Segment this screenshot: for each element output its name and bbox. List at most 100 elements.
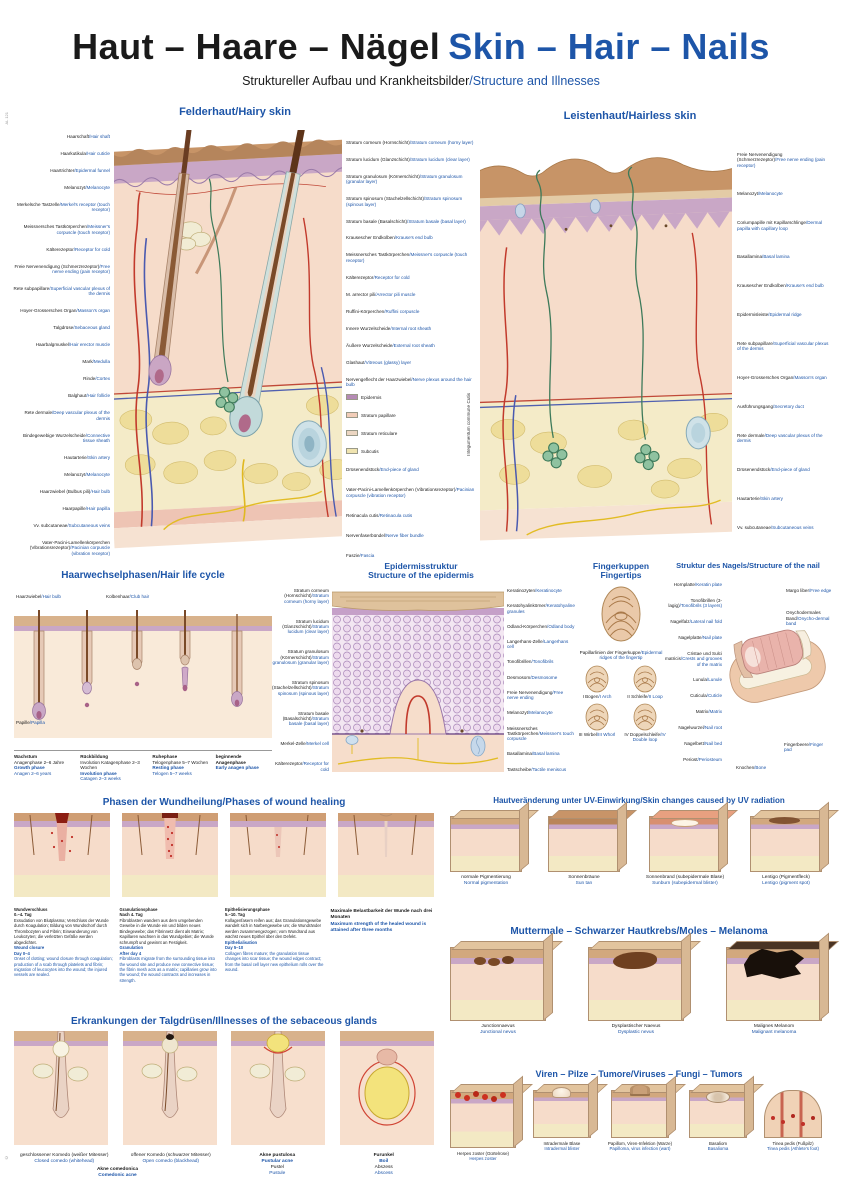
label: KälterezeptorReceptor for cold	[10, 247, 110, 252]
label: HaarkutikulaHair cuticle	[10, 151, 110, 156]
label-german: Kälterezeptor	[46, 246, 74, 252]
label: RindeCortex	[10, 376, 110, 381]
label-german: Stratum lucidum (Glanzschicht)	[346, 156, 410, 162]
label-german: Drüsenendstück	[346, 467, 380, 473]
label: BasallaminaBasal lamina	[507, 751, 575, 756]
label-german: Nervenfaserbündel	[346, 532, 385, 538]
pustule-figure	[231, 1030, 326, 1150]
fingerprint-icon	[585, 703, 609, 730]
label-english: Melanocyte	[85, 472, 110, 477]
label-german: Vv. subcutaneae	[33, 523, 68, 529]
label: BalghautHair follicle	[10, 393, 110, 398]
label: Vv. subcutaneaeSubcutaneous veins	[737, 525, 832, 530]
catalog-number: AL 121	[4, 112, 9, 125]
label-english: Stratum lucidum (clear layer)	[410, 157, 470, 162]
label: Merkel-ZelleMerkel cell	[272, 741, 329, 746]
club-hair-label: KolbenhaarClub hair	[106, 594, 166, 599]
hairy-skin-illustration	[93, 97, 365, 558]
skin-cube	[726, 947, 822, 1021]
label: Hoyer-Grossersches OrganMasson's organ	[10, 308, 110, 313]
nail-heading: Struktur des Nagels/Structure of the nai…	[676, 561, 820, 570]
label: Haarzwiebel (Bulbus pili)Hair bulb	[10, 489, 110, 494]
label-german: Krausescher Endkolben	[346, 235, 395, 241]
uv-case: Sonnenbrand (subepidermale Blase)Sunburn…	[646, 815, 724, 887]
label-german: Melanozyt	[737, 191, 758, 197]
label-german: Ausführungsgang	[737, 404, 774, 409]
virus-case: Herpes zoster (Gürtelrose)Herpes zoster	[450, 1089, 516, 1162]
label: Vater-Pacini-Lamellenkörperchen (Vibrati…	[10, 540, 110, 556]
label: MarkMedulla	[10, 359, 110, 364]
label: Cristae und Sulci matricisCrests and gro…	[664, 651, 722, 667]
label: MelanozytMelanocyte	[737, 191, 832, 196]
label: CuticulaCuticle	[664, 693, 722, 698]
label-english: Receptor for cold	[373, 275, 409, 280]
legend-row: Stratum papillare	[346, 412, 457, 419]
skin-cube	[689, 1089, 748, 1138]
label-english: Melanocyte	[85, 185, 110, 190]
skin-cube	[532, 1086, 591, 1138]
label-german: Stratum granulosum (Körnerschicht)	[346, 173, 420, 179]
fingertips-heading-de: Fingerkuppen	[592, 561, 650, 571]
label-german: Rete subpapillare	[13, 285, 50, 291]
subtitle-german: Struktureller Aufbau und Krankheitsbilde…	[242, 74, 470, 88]
label-german: Coriumpapille mit Kapillarschlinge	[737, 220, 806, 226]
label-english: Subcutaneous veins	[67, 523, 110, 528]
wound-texts: Wundverschluss 0.–4. Tag Exsudation von …	[14, 907, 434, 983]
fingerprint-pattern: I BogenI Arch	[574, 664, 620, 699]
label-english: Receptor for cold	[74, 247, 110, 252]
sebaceous-captions: geschlossener Komedo (weißer Mitesser)Cl…	[14, 1153, 434, 1179]
label-german: Vater-Pacini-Lamellenkörperchen (Vibrati…	[29, 540, 110, 551]
skin-cube	[648, 815, 721, 872]
title-english: Skin – Hair – Nails	[448, 26, 770, 67]
label-german: Basallamina	[737, 254, 763, 260]
label-german: Freie Nervenendigung (Schmerzrezeptor)	[737, 152, 783, 163]
moles-melanoma: Muttermale – Schwarzer Hautkrebs/Moles –…	[448, 926, 830, 1036]
label: Rete subpapillareSuperficial vascular pl…	[737, 341, 832, 352]
label-german: Stratum corneum (Hornschicht)	[346, 140, 410, 145]
virus-case: Papillom, Viren-Infektion (Warze)Papillo…	[608, 1085, 672, 1162]
onychodermal-band-label: Onychodermales BandOnycho-dermal band	[786, 610, 832, 626]
label: Stratum lucidum (Glanzschicht)Stratum lu…	[272, 619, 329, 635]
skin-cube	[450, 947, 546, 1021]
label-german: Haarbalgmuskel	[35, 342, 69, 348]
fingertip-illustration	[574, 585, 668, 648]
wound-phase-text: Wundverschluss 0.–4. Tag Exsudation von …	[14, 907, 113, 978]
label: Krausescher EndkolbenKrause's end bulb	[737, 283, 832, 288]
lesion-feature	[769, 817, 800, 824]
label-german: Melanozyt	[64, 471, 86, 477]
label: Freie NervenendigungFree nerve ending	[507, 690, 575, 701]
label-german: Vv. subcutaneae	[737, 524, 771, 530]
label: Meissnersches TastkörperchenMeissner's c…	[346, 252, 476, 263]
label-german: Vater-Pacini-Lamellenkörperchen (Vibrati…	[346, 487, 456, 493]
hair-cycle-heading: Haarwechselphasen/Hair life cycle	[61, 570, 225, 581]
hair-bulb-label: HaarzwiebelHair bulb	[16, 594, 76, 599]
moles-heading: Muttermale – Schwarzer Hautkrebs/Moles –…	[510, 926, 768, 937]
label: NagelwurzelNail root	[664, 725, 722, 730]
label: EpidermisleisteEpidermal ridge	[737, 312, 832, 317]
label-german: Haarpapille	[62, 506, 86, 511]
label: KälterezeptorReceptor for cold	[346, 275, 476, 280]
label: HaarschaftHair shaft	[10, 134, 110, 139]
label-english: Subcutaneous veins	[771, 525, 814, 530]
sebaceous-illnesses: Erkrankungen der Talgdrüsen/Illnesses of…	[14, 1016, 434, 1179]
wound-heading: Phasen der Wundheilung/Phases of wound h…	[102, 797, 346, 808]
label-german: Rete dermale	[737, 432, 765, 438]
label-german: Stratum basale (Basalschicht)	[346, 218, 408, 224]
layer-labels-lower: DrüsenendstückEnd-piece of glandVater-Pa…	[346, 467, 476, 558]
label: Stratum spinosum (Stachelzellschicht)Str…	[272, 680, 329, 696]
skin-cube	[764, 1089, 822, 1138]
label: Stratum basale (Basalschicht)Stratum bas…	[272, 711, 329, 727]
label-english: Pacinian corpuscle (vibration receptor)	[70, 545, 110, 555]
label: Ruffini-KörperchenRuffini corpuscle	[346, 309, 476, 314]
epidermis-body: Stratum corneum (Hornschicht)Stratum cor…	[272, 588, 575, 772]
label: HaartrichterEpidermal funnel	[10, 168, 110, 173]
label-german: Haarkutikula	[60, 151, 86, 157]
label-german: Hoyer-Grossersches Organ	[737, 375, 794, 381]
label-english: Krause's end bulb	[786, 283, 824, 288]
